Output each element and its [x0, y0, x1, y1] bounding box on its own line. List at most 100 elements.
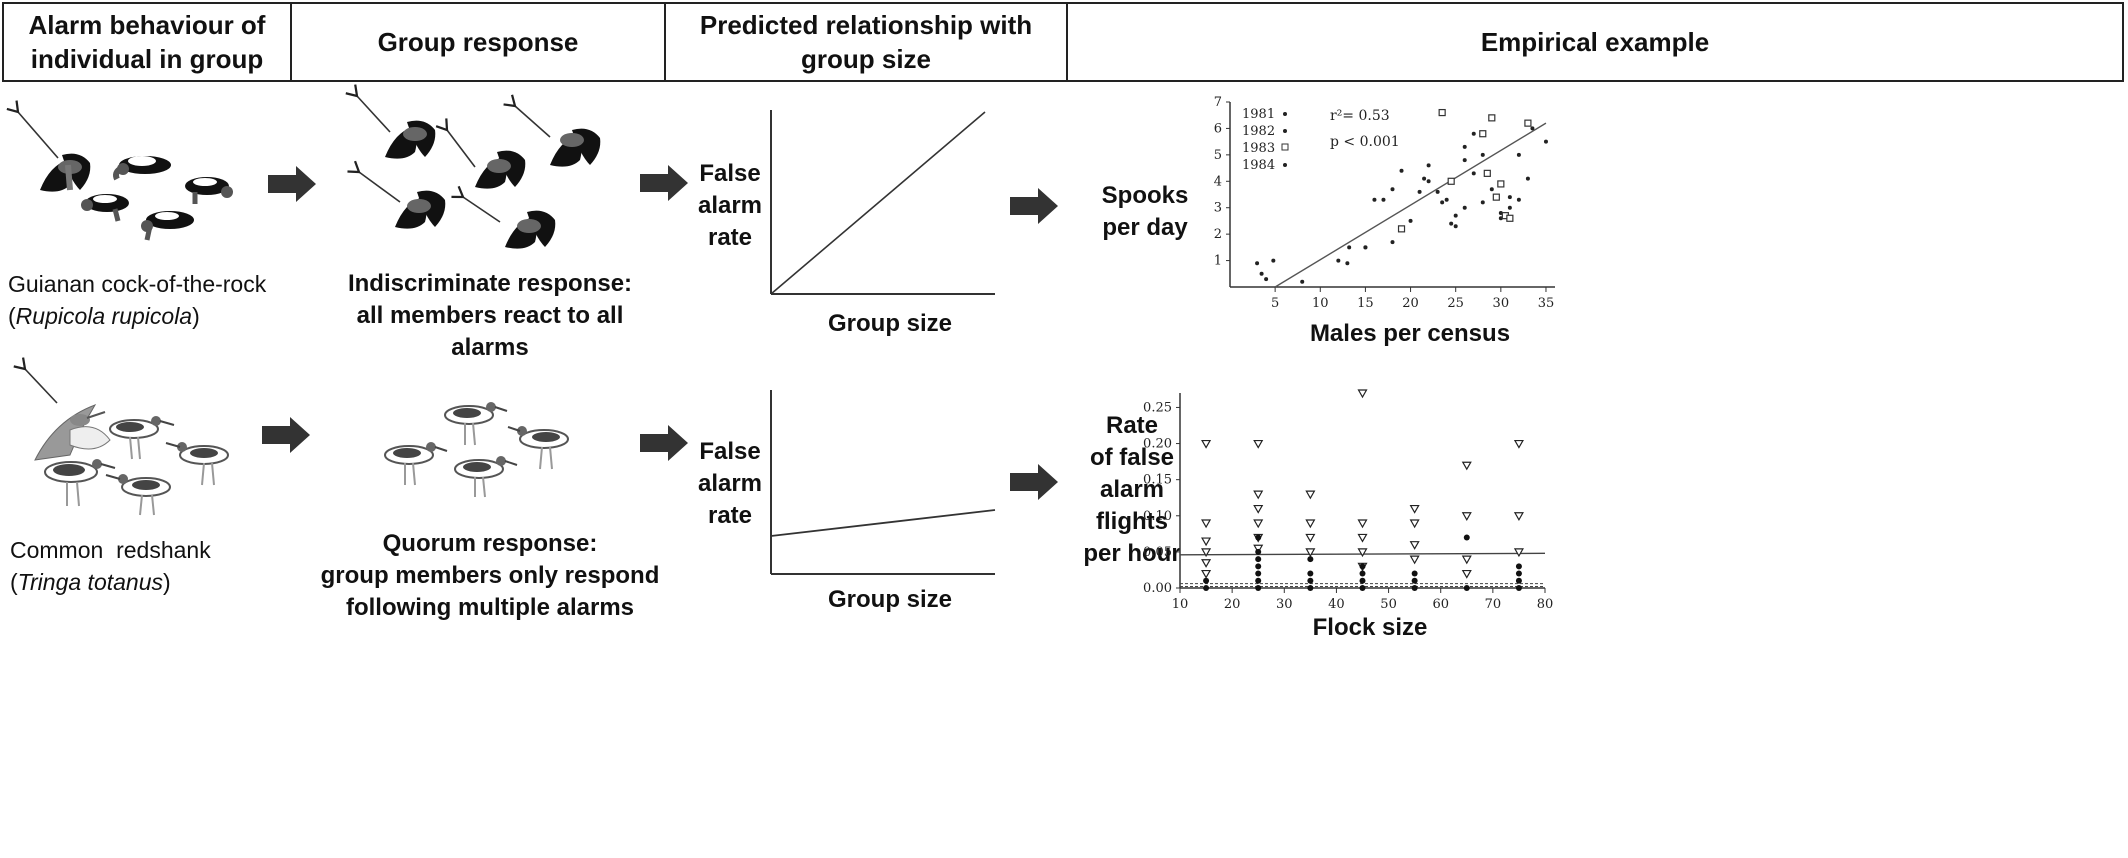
y-tick-label: 0.05 [1143, 545, 1172, 560]
data-point-circle [1307, 556, 1314, 563]
predicted-xlabel-1: Group size [827, 310, 953, 337]
arrow-right-icon [268, 166, 316, 202]
data-point-1982 [1471, 131, 1476, 136]
group-response-caption-1: Indiscriminate response: all members rea… [330, 268, 650, 364]
header-empirical-example: Empirical example [1480, 27, 1710, 57]
data-point-1981 [1440, 200, 1445, 205]
header-group-response: Group response [292, 4, 666, 80]
data-point-1981 [1489, 187, 1494, 192]
data-point-circle [1411, 570, 1418, 577]
data-point-triangle [1409, 504, 1420, 514]
p-value-annotation: p < 0.001 [1330, 134, 1400, 150]
data-point-1983 [1438, 108, 1446, 117]
x-tick-label: 25 [1447, 296, 1464, 311]
data-point-1983 [1447, 177, 1455, 185]
data-point-triangle [1513, 439, 1524, 449]
cock-of-the-rock-individual-illustration [6, 100, 233, 241]
species-latin-name: (Rupicola rupicola) [8, 303, 200, 329]
arrow-right-icon [1010, 188, 1058, 224]
data-point-1981 [1435, 189, 1440, 194]
data-point-1983 [1492, 193, 1500, 201]
data-point-1984 [1363, 245, 1368, 250]
ylabel-line: rate [707, 224, 753, 251]
species-latin-italic: Tringa totanus [17, 569, 163, 595]
x-tick-label: 15 [1357, 296, 1374, 311]
data-point-circle [1463, 534, 1470, 541]
data-point-1981 [1426, 163, 1431, 168]
data-point-triangle [1253, 490, 1264, 500]
data-point-1984 [1530, 126, 1535, 131]
relationship-line [770, 111, 986, 295]
ylabel-line: False [699, 438, 761, 465]
data-point-1983 [1397, 225, 1406, 233]
data-point-triangle [1513, 548, 1524, 558]
y-tick-label: 6 [1214, 121, 1222, 136]
empirical-ylabel-1: Spooks per day [1090, 180, 1200, 244]
r-squared-annotation: r²= 0.53 [1330, 108, 1390, 124]
species-latin-name: (Tringa totanus) [10, 569, 171, 595]
cock-of-the-rock-group-illustration [345, 84, 601, 249]
data-point-triangle [1305, 519, 1316, 529]
x-tick-label: 30 [1493, 296, 1510, 311]
header-predicted-relationship: Predicted relationship with group size [666, 4, 1068, 80]
y-tick-label: 0.15 [1143, 473, 1172, 488]
data-point-1981 [1264, 277, 1269, 282]
data-point-1984 [1408, 218, 1413, 223]
data-point-triangle [1305, 533, 1316, 543]
data-point-triangle [1201, 537, 1212, 547]
y-tick-label: 0.00 [1143, 581, 1172, 596]
data-point-triangle [1201, 559, 1212, 568]
y-tick-label: 0.10 [1143, 509, 1172, 524]
y-tick-label: 7 [1214, 95, 1222, 110]
data-point-1982 [1390, 240, 1395, 245]
data-point-1981 [1462, 205, 1467, 210]
x-tick-label: 10 [1312, 296, 1329, 311]
ylabel-line: per day [1102, 214, 1188, 241]
data-point-triangle [1513, 512, 1524, 521]
data-point-circle [1255, 563, 1262, 570]
ylabel-line: alarm [697, 192, 763, 219]
data-point-circle [1255, 570, 1262, 577]
x-tick-label: 40 [1328, 597, 1345, 612]
data-point-triangle [1201, 569, 1212, 579]
data-point-1982 [1516, 197, 1521, 202]
data-point-triangle [1201, 548, 1212, 558]
data-point-1984 [1462, 144, 1467, 149]
data-point-triangle [1253, 519, 1264, 529]
data-point-1984 [1453, 213, 1458, 218]
predicted-xlabel-2: Group size [827, 586, 953, 613]
response-description-1: group members only respond [320, 562, 660, 589]
species-common-name: Guianan cock-of-the-rock [8, 271, 267, 297]
data-point-circle [1255, 577, 1262, 584]
species-redshank: Common redshank (Tringa totanus) [10, 534, 280, 598]
data-point-1983 [1524, 119, 1532, 127]
data-point-1982 [1480, 152, 1485, 157]
x-tick-label: 70 [1485, 597, 1502, 612]
ylabel-line: of false [1089, 444, 1175, 471]
data-point-triangle [1201, 519, 1212, 529]
data-point-circle [1307, 577, 1314, 584]
arrow-right-icon [262, 417, 310, 453]
x-tick-label: 5 [1271, 296, 1279, 311]
species-common-name: Common redshank [10, 537, 211, 563]
data-point-triangle [1409, 519, 1420, 529]
data-point-1981 [1255, 261, 1260, 266]
data-point-circle [1515, 570, 1522, 577]
data-point-circle [1515, 577, 1522, 584]
data-point-triangle [1461, 569, 1472, 579]
response-description: all members react to all alarms [356, 302, 624, 361]
data-point-circle [1255, 534, 1262, 541]
ylabel-line: alarm [1099, 476, 1165, 503]
data-point-triangle [1357, 519, 1368, 529]
data-point-triangle [1461, 461, 1472, 471]
data-point-1981 [1390, 187, 1395, 192]
x-tick-label: 30 [1276, 597, 1293, 612]
ylabel-line: False [699, 160, 761, 187]
data-point-1984 [1417, 189, 1422, 194]
data-point-circle [1359, 585, 1366, 591]
ylabel-line: Spooks [1101, 182, 1189, 209]
legend-marker [1281, 143, 1289, 151]
data-point-1981 [1480, 200, 1485, 205]
data-point-1983 [1488, 114, 1496, 122]
data-point-circle [1255, 556, 1262, 563]
